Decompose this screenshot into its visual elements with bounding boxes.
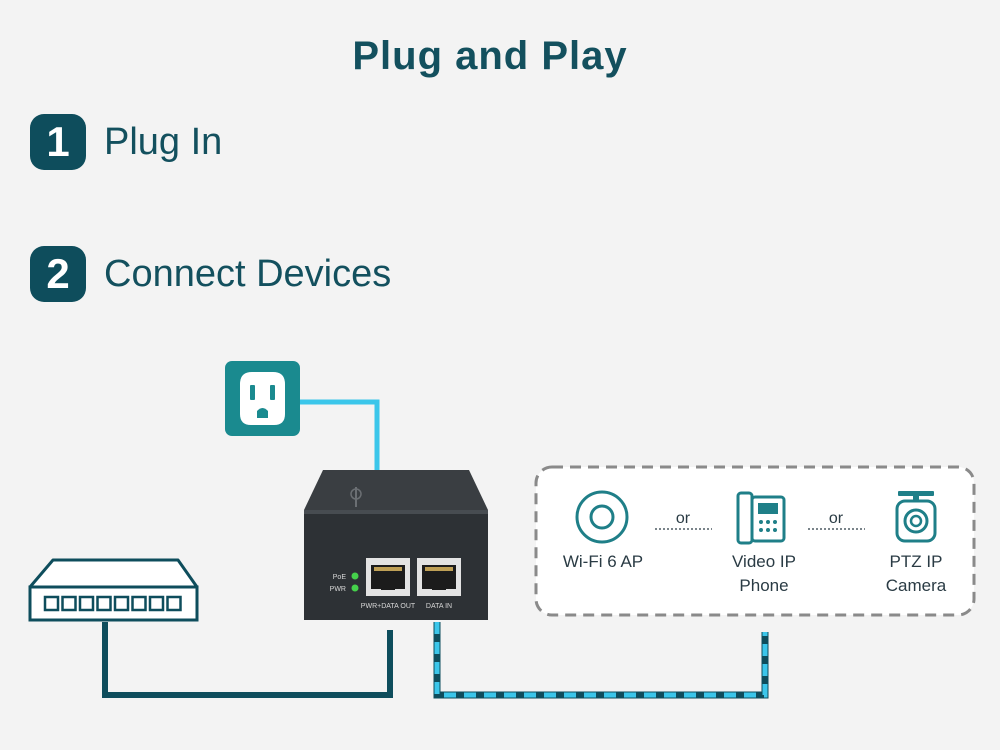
or-separator: or bbox=[655, 510, 712, 530]
switch-port bbox=[78, 595, 95, 612]
switch-port bbox=[113, 595, 130, 612]
access-point-icon bbox=[575, 490, 629, 544]
page-title: Plug and Play bbox=[352, 34, 628, 78]
port-label: PWR+DATA OUT bbox=[361, 603, 416, 610]
tp-link-logo bbox=[350, 487, 362, 507]
switch-port bbox=[96, 595, 112, 612]
step-number-badge: 1 bbox=[30, 114, 86, 170]
power-outlet-icon bbox=[225, 361, 300, 436]
step-plug-in: 1 Plug In bbox=[30, 114, 222, 170]
switch-data-cable bbox=[102, 622, 393, 698]
device-label-camera: PTZ IP bbox=[890, 552, 943, 571]
rj45-port bbox=[366, 558, 410, 596]
device-label-phone-line2: Phone bbox=[739, 576, 788, 595]
device-label-phone: Video IP bbox=[732, 552, 796, 571]
led-label: PoE bbox=[333, 574, 347, 581]
poe-output-cable bbox=[433, 622, 769, 699]
switch-port bbox=[148, 595, 165, 612]
or-text: or bbox=[829, 510, 844, 527]
powered-devices-box: Wi-Fi 6 AP Video IP Phone PTZ IP Camera … bbox=[534, 465, 976, 617]
step-connect-devices: 2 Connect Devices bbox=[30, 246, 391, 302]
network-switch-icon bbox=[28, 558, 199, 622]
switch-port bbox=[166, 595, 182, 612]
power-cable bbox=[300, 399, 380, 470]
or-separator: or bbox=[808, 510, 865, 530]
ip-phone-icon bbox=[736, 491, 786, 545]
pwr-led bbox=[351, 584, 359, 592]
step-label: Plug In bbox=[104, 120, 223, 163]
poe-led bbox=[351, 572, 359, 580]
or-text: or bbox=[676, 510, 691, 527]
device-label-camera-line2: Camera bbox=[886, 576, 947, 595]
poe-injector: PoE PWR PWR+DATA OUT DATA IN bbox=[304, 470, 488, 620]
ptz-camera-icon bbox=[895, 491, 937, 543]
port-label: DATA IN bbox=[426, 603, 452, 610]
switch-port bbox=[61, 595, 77, 612]
step-number-badge: 2 bbox=[30, 246, 86, 302]
led-label: PWR bbox=[330, 586, 346, 593]
switch-port bbox=[131, 595, 147, 612]
rj45-port bbox=[417, 558, 461, 596]
step-label: Connect Devices bbox=[104, 252, 392, 295]
device-label-ap: Wi-Fi 6 AP bbox=[563, 552, 643, 571]
switch-port bbox=[43, 595, 60, 612]
